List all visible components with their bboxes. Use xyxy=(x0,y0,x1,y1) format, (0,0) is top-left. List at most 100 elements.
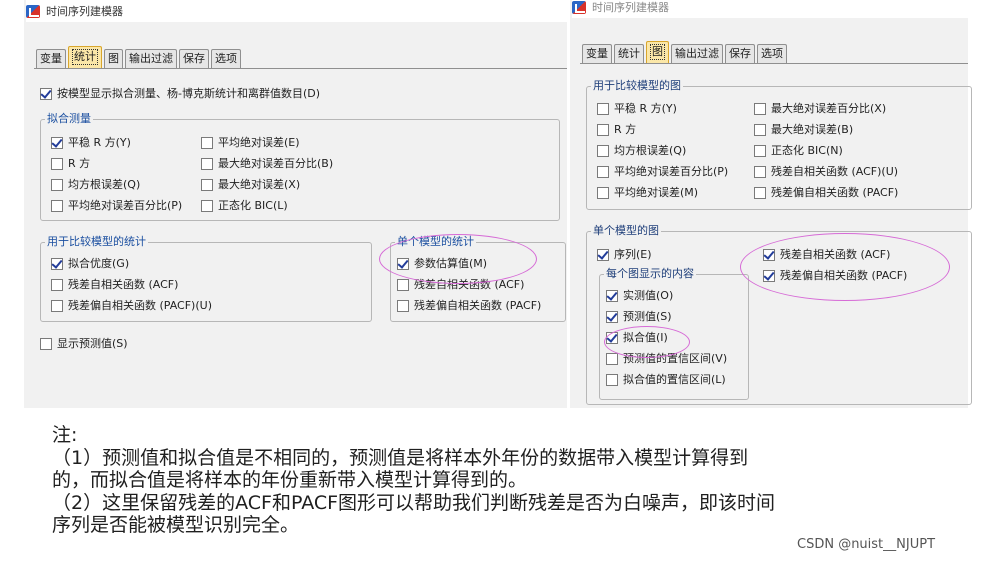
app-icon xyxy=(26,4,40,18)
group-title: 每个图显示的内容 xyxy=(604,267,696,281)
checkbox-box xyxy=(606,353,618,365)
statistics-tab-body: 按模型显示拟合测量、杨-博克斯统计和离群值数目(D) 拟合测量 平稳 R 方(Y… xyxy=(34,68,567,408)
tab-options[interactable]: 选项 xyxy=(757,44,787,63)
display-fit-measures-checkbox[interactable]: 按模型显示拟合测量、杨-博克斯统计和离群值数目(D) xyxy=(40,87,320,101)
notes-line: （1）预测值和拟合值是不相同的，预测值是将样本外年份的数据带入模型计算得到 xyxy=(52,446,749,469)
checkbox-box xyxy=(201,158,213,170)
checkbox-label: 平均绝对误差百分比(P) xyxy=(614,165,729,178)
plot-single-residual-acf-checkbox[interactable]: 残差自相关函数 (ACF) xyxy=(763,248,890,262)
checkbox-box xyxy=(754,124,766,136)
checkbox-box xyxy=(51,300,63,312)
single-model-plots-group: 单个模型的图 序列(E) 每个图显示的内容 实测值(O) 预测值(S) 拟合值(… xyxy=(586,224,972,405)
tab-strip: 变量 统计 图 输出过滤 保存 选项 xyxy=(36,46,241,69)
tab-output-filter[interactable]: 输出过滤 xyxy=(671,44,723,63)
plot-stationary-r-square-checkbox[interactable]: 平稳 R 方(Y) xyxy=(597,102,677,116)
tab-variables[interactable]: 变量 xyxy=(582,44,612,63)
checkbox-label: 最大绝对误差百分比(X) xyxy=(771,102,887,115)
checkbox-box xyxy=(51,158,63,170)
app-icon xyxy=(572,0,586,14)
plot-mae-checkbox[interactable]: 平均绝对误差(M) xyxy=(597,186,698,200)
parameter-estimates-checkbox[interactable]: 参数估算值(M) xyxy=(397,257,487,271)
plot-single-residual-pacf-checkbox[interactable]: 残差偏自相关函数 (PACF) xyxy=(763,269,907,283)
checkbox-label: 残差偏自相关函数 (PACF) xyxy=(780,269,908,282)
fit-ci-checkbox[interactable]: 拟合值的置信区间(L) xyxy=(606,373,726,387)
tab-plots[interactable]: 图 xyxy=(104,49,123,68)
notes-text: 注: （1）预测值和拟合值是不相同的，预测值是将样本外年份的数据带入模型计算得到… xyxy=(52,424,952,537)
max-ape-checkbox[interactable]: 最大绝对误差百分比(B) xyxy=(201,157,333,171)
checkbox-label: 均方根误差(Q) xyxy=(614,144,687,157)
single-residual-pacf-checkbox[interactable]: 残差偏自相关函数 (PACF) xyxy=(397,299,541,313)
checkbox-label: R 方 xyxy=(614,123,637,136)
checkbox-box xyxy=(763,270,775,282)
checkbox-box xyxy=(597,145,609,157)
tab-save[interactable]: 保存 xyxy=(725,44,755,63)
checkbox-label: 残差偏自相关函数 (PACF) xyxy=(771,186,899,199)
plot-rmse-checkbox[interactable]: 均方根误差(Q) xyxy=(597,144,686,158)
forecast-checkbox[interactable]: 预测值(S) xyxy=(606,310,672,324)
checkbox-label: 残差自相关函数 (ACF) xyxy=(414,278,525,291)
mae-checkbox[interactable]: 平均绝对误差(E) xyxy=(201,136,300,150)
plot-max-ape-checkbox[interactable]: 最大绝对误差百分比(X) xyxy=(754,102,886,116)
tab-output-filter[interactable]: 输出过滤 xyxy=(125,49,177,68)
goodness-of-fit-checkbox[interactable]: 拟合优度(G) xyxy=(51,257,129,271)
plot-r-square-checkbox[interactable]: R 方 xyxy=(597,123,636,137)
plot-normalized-bic-checkbox[interactable]: 正态化 BIC(N) xyxy=(754,144,843,158)
checkbox-label: 平稳 R 方(Y) xyxy=(614,102,677,115)
checkbox-label: 残差偏自相关函数 (PACF) xyxy=(414,299,542,312)
checkbox-box xyxy=(51,137,63,149)
group-title: 用于比较模型的统计 xyxy=(45,235,148,249)
compare-models-plots-group: 用于比较模型的图 平稳 R 方(Y) 最大绝对误差百分比(X) R 方 最大绝对… xyxy=(586,79,972,210)
window-title: 时间序列建模器 xyxy=(592,1,669,14)
checkbox-label: 参数估算值(M) xyxy=(414,257,488,270)
stationary-r-square-checkbox[interactable]: 平稳 R 方(Y) xyxy=(51,136,131,150)
checkbox-box xyxy=(606,290,618,302)
window-title-bar: 时间序列建模器 xyxy=(572,0,968,18)
watermark: CSDN @nuist__NJUPT xyxy=(797,537,936,552)
observed-checkbox[interactable]: 实测值(O) xyxy=(606,289,673,303)
plot-max-ae-checkbox[interactable]: 最大绝对误差(B) xyxy=(754,123,853,137)
checkbox-label: 残差偏自相关函数 (PACF)(U) xyxy=(68,299,212,312)
tab-variables[interactable]: 变量 xyxy=(36,49,66,68)
group-title: 用于比较模型的图 xyxy=(591,79,683,93)
checkbox-label: 拟合优度(G) xyxy=(68,257,130,270)
residual-pacf-checkbox[interactable]: 残差偏自相关函数 (PACF)(U) xyxy=(51,299,212,313)
checkbox-box xyxy=(40,338,52,350)
max-ae-checkbox[interactable]: 最大绝对误差(X) xyxy=(201,178,300,192)
checkbox-box xyxy=(597,103,609,115)
checkbox-label: 拟合值(I) xyxy=(623,331,668,344)
tab-plots[interactable]: 图 xyxy=(646,41,669,64)
tab-save[interactable]: 保存 xyxy=(179,49,209,68)
plots-tab-body: 用于比较模型的图 平稳 R 方(Y) 最大绝对误差百分比(X) R 方 最大绝对… xyxy=(580,63,972,408)
fit-values-checkbox[interactable]: 拟合值(I) xyxy=(606,331,668,345)
single-residual-acf-checkbox[interactable]: 残差自相关函数 (ACF) xyxy=(397,278,524,292)
tab-options[interactable]: 选项 xyxy=(211,49,241,68)
display-forecasts-checkbox[interactable]: 显示预测值(S) xyxy=(40,337,128,351)
checkbox-box xyxy=(397,300,409,312)
checkbox-box xyxy=(754,103,766,115)
plot-mape-checkbox[interactable]: 平均绝对误差百分比(P) xyxy=(597,165,728,179)
mape-checkbox[interactable]: 平均绝对误差百分比(P) xyxy=(51,199,182,213)
tab-strip: 变量 统计 图 输出过滤 保存 选项 xyxy=(582,41,787,64)
rmse-checkbox[interactable]: 均方根误差(Q) xyxy=(51,178,140,192)
window-title: 时间序列建模器 xyxy=(46,5,123,18)
checkbox-box xyxy=(201,200,213,212)
checkbox-box xyxy=(201,179,213,191)
group-title: 单个模型的统计 xyxy=(395,235,476,249)
plot-residual-pacf-checkbox[interactable]: 残差偏自相关函数 (PACF) xyxy=(754,186,898,200)
tab-statistics[interactable]: 统计 xyxy=(68,46,102,69)
checkbox-box xyxy=(606,374,618,386)
plot-series-checkbox[interactable]: 序列(E) xyxy=(597,248,652,262)
checkbox-label: 残差自相关函数 (ACF) xyxy=(68,278,179,291)
residual-acf-checkbox[interactable]: 残差自相关函数 (ACF) xyxy=(51,278,178,292)
forecast-ci-checkbox[interactable]: 预测值的置信区间(V) xyxy=(606,352,727,366)
compare-models-statistics-group: 用于比较模型的统计 拟合优度(G) 残差自相关函数 (ACF) 残差偏自相关函数… xyxy=(40,235,372,322)
plot-residual-acf-checkbox[interactable]: 残差自相关函数 (ACF)(U) xyxy=(754,165,898,179)
checkbox-box xyxy=(754,166,766,178)
tab-statistics[interactable]: 统计 xyxy=(614,44,644,63)
checkbox-box xyxy=(397,279,409,291)
checkbox-label: 平均绝对误差(M) xyxy=(614,186,699,199)
group-title: 单个模型的图 xyxy=(591,224,661,238)
notes-line: （2）这里保留残差的ACF和PACF图形可以帮助我们判断残差是否为白噪声，即该时… xyxy=(52,491,776,514)
r-square-checkbox[interactable]: R 方 xyxy=(51,157,90,171)
normalized-bic-checkbox[interactable]: 正态化 BIC(L) xyxy=(201,199,288,213)
